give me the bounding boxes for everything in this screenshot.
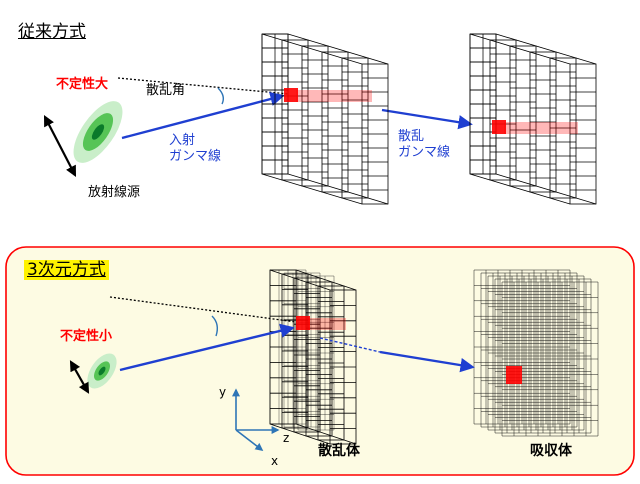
top-double-arrow xyxy=(43,115,77,177)
axis-y-label: y xyxy=(219,385,227,399)
bottom-absorber-detector xyxy=(473,269,599,437)
top-incident-line2: ガンマ線 xyxy=(169,148,222,164)
top-uncertainty-label: 不定性大 xyxy=(56,77,109,92)
top-scattered-label: 散乱 ガンマ線 xyxy=(398,129,450,160)
absorber-label: 吸収体 xyxy=(530,443,572,459)
bottom-absorb-hit xyxy=(506,366,522,384)
top-incident-line1: 入射 xyxy=(169,133,196,148)
top-scattered-line1: 散乱 xyxy=(398,129,425,144)
bottom-incident-arrow xyxy=(119,323,295,372)
bottom-double-arrow xyxy=(69,360,90,394)
top-scatterer-cells xyxy=(261,33,289,175)
top-absorb-hit xyxy=(492,120,506,134)
bottom-source-icon xyxy=(87,353,117,389)
top-scatter-angle-label: 散乱角 xyxy=(146,83,186,98)
axes-icon xyxy=(232,388,280,451)
top-incident-arrow xyxy=(121,91,285,140)
bottom-scatter-hit xyxy=(296,316,310,330)
axis-z-label: z xyxy=(283,431,290,445)
bottom-title: 3次元方式 xyxy=(24,260,109,280)
top-scatter-hit xyxy=(284,88,298,102)
top-scatterer-detector xyxy=(261,33,389,205)
top-incident-label: 入射 ガンマ線 xyxy=(169,133,221,164)
top-absorber-detector xyxy=(469,33,597,205)
top-source-label: 放射線源 xyxy=(88,185,141,200)
top-title: 従来方式 xyxy=(18,22,86,42)
top-absorber-cells xyxy=(469,33,497,175)
bottom-scatterer-grid xyxy=(269,269,335,431)
bottom-uncertainty-label: 不定性小 xyxy=(60,329,113,344)
top-scattered-line2: ガンマ線 xyxy=(398,144,451,160)
top-scattered-arrow xyxy=(381,108,473,130)
axis-x-label: x xyxy=(271,454,279,468)
bottom-scattered-arrow xyxy=(379,350,475,373)
scatterer-label: 散乱体 xyxy=(318,443,360,459)
bottom-title-wrap: 3次元方式 xyxy=(24,260,109,280)
top-source-icon xyxy=(73,101,123,163)
